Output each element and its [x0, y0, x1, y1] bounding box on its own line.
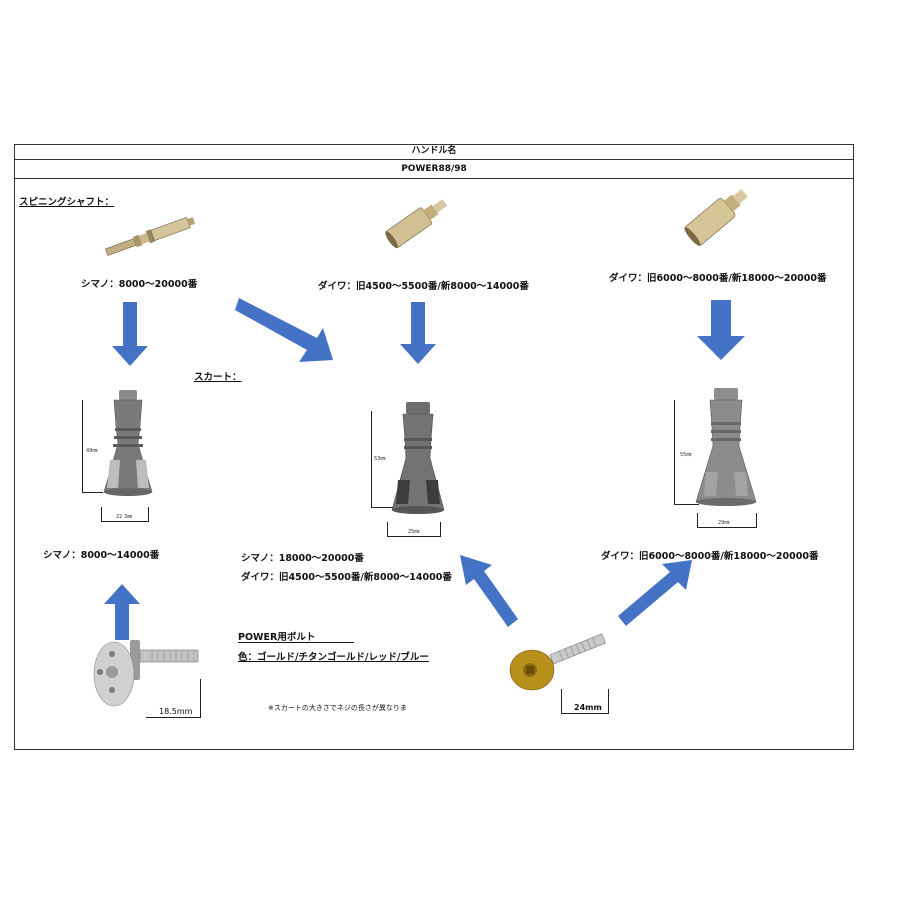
skirt-mid-height-bracket — [371, 411, 394, 508]
skirt-mid-caption-line2: ダイワ：旧4500～5500番/新8000～14000番 — [241, 572, 452, 583]
bolt-gold-length-bracket — [561, 689, 609, 714]
bolt-silver-image — [93, 640, 199, 707]
shaft-shimano-image — [105, 216, 196, 256]
skirt-daiwa-image — [695, 388, 757, 506]
bolt-gold-image — [509, 633, 606, 691]
skirt-shimano-width: 22.3㎜ — [116, 514, 133, 520]
document-frame — [14, 144, 854, 750]
shaft-daiwa-small-image — [385, 199, 448, 249]
skirt-label: スカート： — [194, 372, 242, 383]
skirt-mid-height: 53㎜ — [374, 456, 386, 462]
header-title: ハンドル名 — [14, 144, 854, 160]
skirt-shimano-height: 49㎜ — [86, 448, 98, 454]
arrow-down-icon — [697, 300, 745, 360]
skirt-daiwa-height: 55㎜ — [680, 452, 692, 458]
arrow-down-icon — [400, 302, 436, 364]
skirt-mid-image — [391, 402, 445, 514]
header-model: POWER88/98 — [14, 160, 854, 179]
skirt-shimano-image — [103, 390, 153, 496]
shaft-daiwa-large-label: ダイワ：旧6000～8000番/新18000～20000番 — [609, 273, 827, 284]
skirt-shimano-caption: シマノ：8000～14000番 — [43, 550, 160, 561]
skirt-mid-width-bracket — [387, 522, 441, 537]
shaft-shimano-label: シマノ：8000～20000番 — [81, 279, 198, 290]
bolt-note: ※スカートの大きさでネジの長さが異なりま — [268, 704, 407, 712]
bolt-colors: 色：ゴールド/チタンゴールド/レッド/ブルー — [238, 652, 429, 663]
arrow-down-icon — [112, 302, 148, 366]
skirt-daiwa-caption: ダイワ：旧6000～8000番/新18000～20000番 — [601, 551, 819, 562]
skirt-shimano-width-bracket — [101, 507, 149, 522]
skirt-shimano-height-bracket — [82, 400, 103, 493]
bolt-title-underline — [238, 642, 354, 643]
spinning-shaft-label: スピニングシャフト： — [19, 197, 115, 208]
skirt-mid-caption-line1: シマノ：18000～20000番 — [241, 553, 364, 564]
skirt-mid-width: 25㎜ — [408, 529, 420, 535]
bolt-silver-length: 18.5mm — [159, 707, 193, 716]
arrow-diagonal-up-right-icon — [618, 560, 692, 626]
shaft-daiwa-small-label: ダイワ：旧4500～5500番/新8000～14000番 — [318, 281, 529, 292]
skirt-daiwa-height-bracket — [674, 400, 699, 505]
shaft-daiwa-large-image — [684, 189, 748, 246]
arrow-up-icon — [104, 584, 140, 640]
bolt-gold-length: 24mm — [574, 703, 602, 712]
skirt-daiwa-width: 29㎜ — [718, 520, 730, 526]
arrow-diagonal-icon — [235, 298, 333, 362]
bolt-silver-length-bracket — [146, 679, 201, 718]
bolt-title: POWER用ボルト — [238, 632, 316, 643]
arrow-diagonal-up-left-icon — [460, 555, 518, 627]
skirt-daiwa-width-bracket — [697, 513, 757, 528]
